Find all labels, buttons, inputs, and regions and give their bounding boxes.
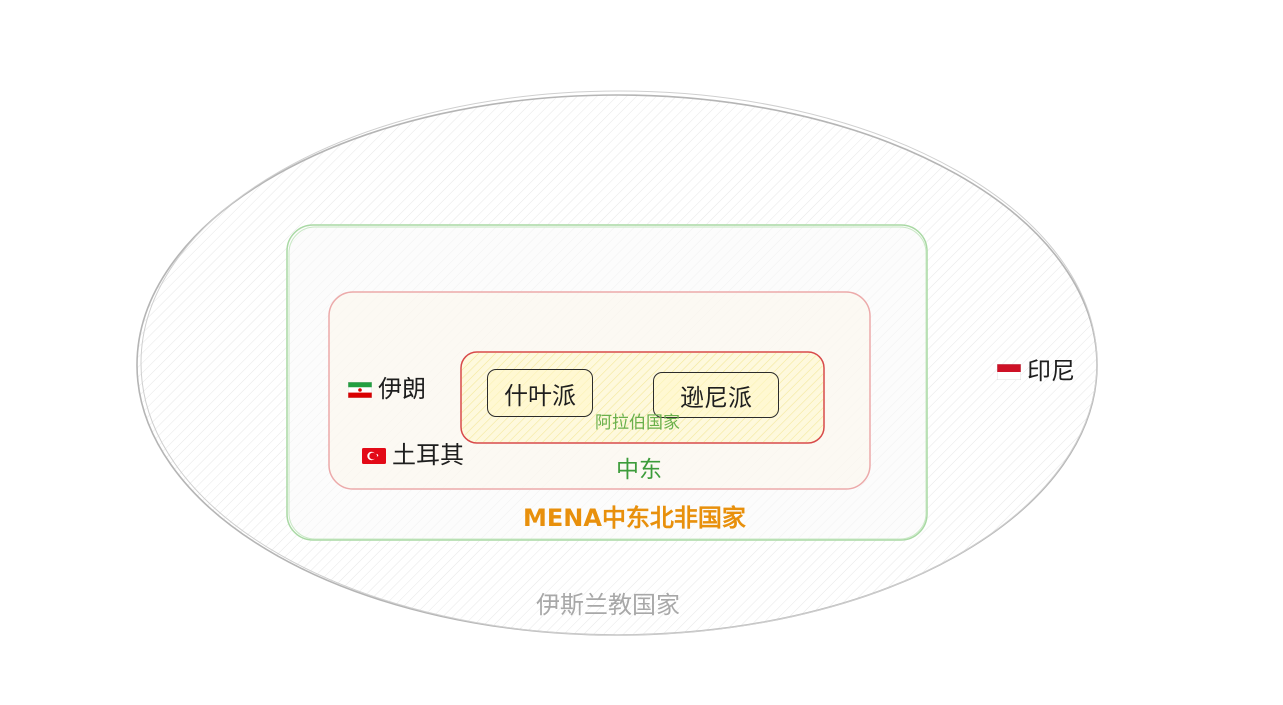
- sunni-sect-box[interactable]: 逊尼派: [653, 372, 779, 418]
- islamic-countries-ellipse-sketch: [140, 90, 1098, 636]
- mena-label: MENA中东北非国家: [523, 504, 746, 532]
- arab-countries-label: 阿拉伯国家: [595, 413, 680, 433]
- mena-region-box-sketch: [288, 226, 927, 540]
- country-indonesia-label: 印尼: [1027, 357, 1075, 385]
- country-turkey-label: 土耳其: [392, 441, 464, 469]
- country-indonesia[interactable]: 印尼: [996, 357, 1075, 385]
- country-iran[interactable]: 伊朗: [347, 375, 426, 403]
- turkey-flag-icon: [362, 444, 386, 468]
- indonesia-flag-icon: [996, 360, 1022, 384]
- shia-sect-label: 什叶派: [504, 381, 576, 410]
- middle-east-label: 中东: [616, 457, 662, 483]
- country-turkey[interactable]: 土耳其: [362, 443, 464, 468]
- iran-flag-icon: [347, 378, 373, 402]
- shia-sect-box[interactable]: 什叶派: [487, 369, 593, 417]
- islamic-countries-label: 伊斯兰教国家: [536, 591, 680, 619]
- sunni-sect-label: 逊尼派: [680, 383, 752, 412]
- country-iran-label: 伊朗: [378, 375, 426, 403]
